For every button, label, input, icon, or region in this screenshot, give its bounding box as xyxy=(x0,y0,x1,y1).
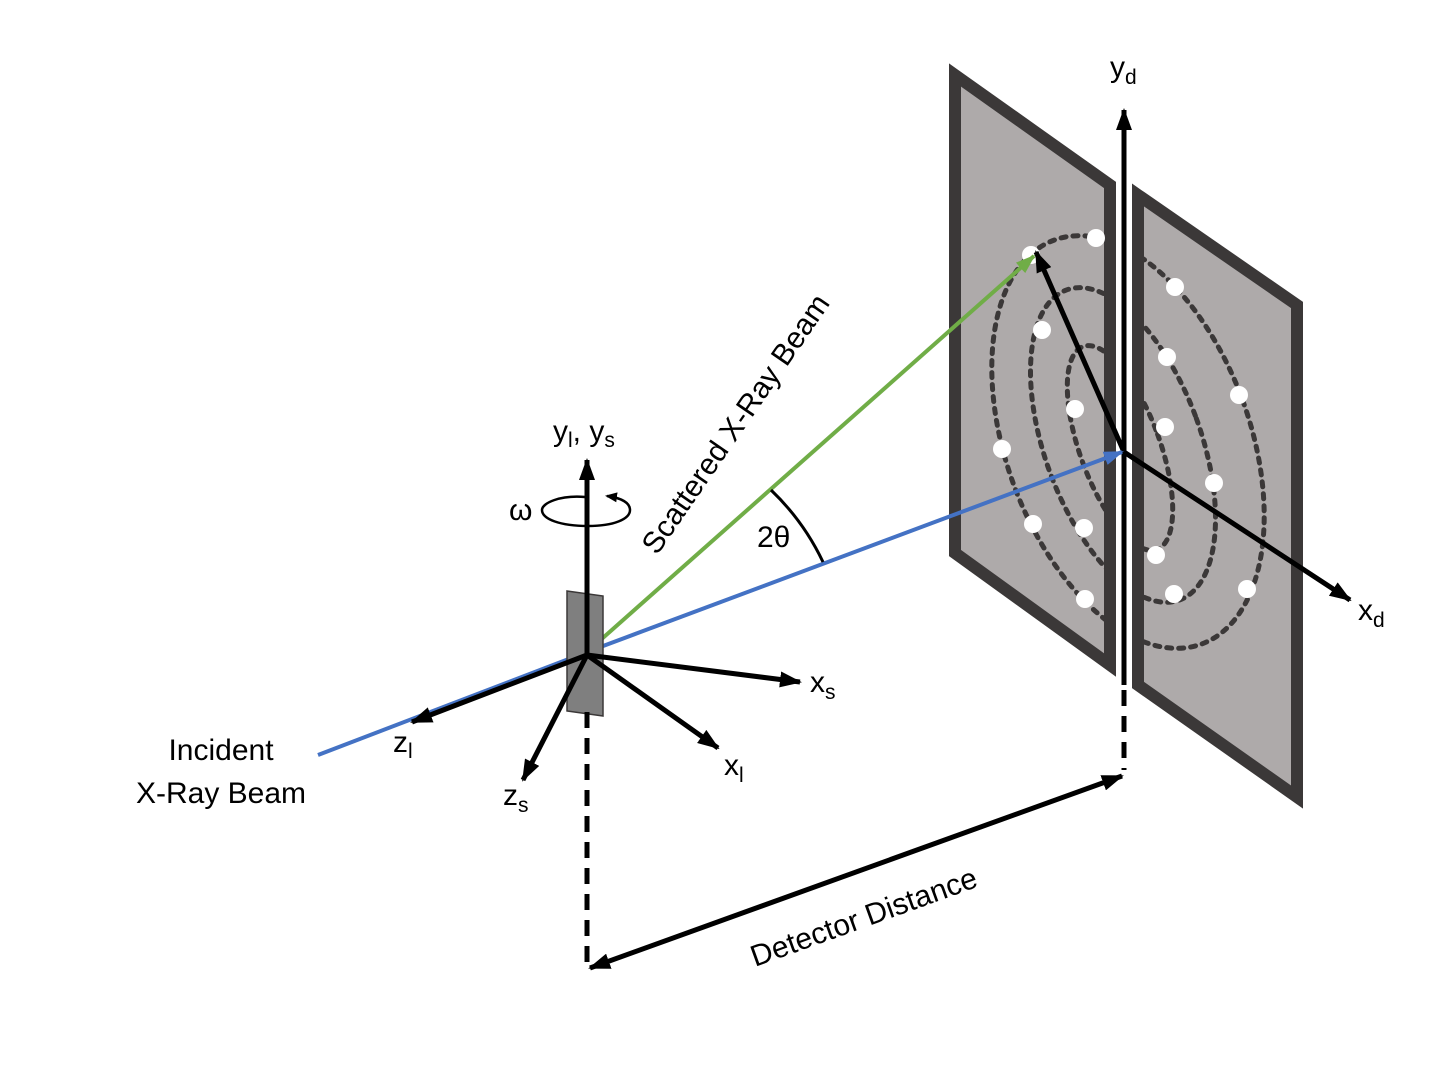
spot xyxy=(1076,590,1094,608)
sample-axes xyxy=(410,458,802,782)
spot xyxy=(1158,348,1176,366)
spot xyxy=(1165,585,1183,603)
z-l-axis xyxy=(410,652,588,725)
x-s-label: xs xyxy=(810,666,836,704)
y-d-label: yd xyxy=(1110,51,1137,89)
transmitted-beam-line xyxy=(586,450,1124,654)
x-l-label: xl xyxy=(724,749,744,787)
spot xyxy=(1087,229,1105,247)
x-d-label: xd xyxy=(1358,594,1385,632)
x-d-axis xyxy=(1122,449,1352,603)
x-l-axis xyxy=(585,652,720,751)
x-s-axis xyxy=(586,652,802,688)
spot xyxy=(1075,519,1093,537)
incident-beam-label-line2: X-Ray Beam xyxy=(136,777,306,810)
y-l-y-s-label: yl, ys xyxy=(553,415,615,452)
spot-vector xyxy=(1033,250,1127,454)
omega-label: ω xyxy=(509,494,532,527)
incident-beam-line xyxy=(317,650,588,757)
ring-middle-left xyxy=(1027,285,1110,605)
spot xyxy=(1205,474,1223,492)
z-l-label: zl xyxy=(393,726,413,763)
spot xyxy=(1166,278,1184,296)
incident-beam-label-line1: Incident xyxy=(168,734,274,767)
spot xyxy=(1024,515,1042,533)
spot xyxy=(1066,400,1084,418)
spot xyxy=(1238,580,1256,598)
spot xyxy=(1230,386,1248,404)
two-theta-arc xyxy=(769,488,825,563)
ring-outer-left xyxy=(989,233,1110,651)
detector-panel-right xyxy=(1132,183,1303,809)
scattered-beam-line xyxy=(585,254,1036,654)
ring-inner-left xyxy=(1064,343,1110,553)
detector-distance-arrow xyxy=(588,773,1124,971)
spot xyxy=(1033,321,1051,339)
spot xyxy=(1147,546,1165,564)
z-s-label: zs xyxy=(503,779,529,817)
two-theta-label: 2θ xyxy=(757,521,790,554)
spot xyxy=(993,440,1011,458)
circular-rotation-arrow-icon xyxy=(540,492,632,528)
z-s-axis xyxy=(520,653,590,782)
diffraction-spots xyxy=(993,229,1256,608)
spot xyxy=(1156,418,1174,436)
detector-distance-label: Detector Distance xyxy=(746,862,982,974)
